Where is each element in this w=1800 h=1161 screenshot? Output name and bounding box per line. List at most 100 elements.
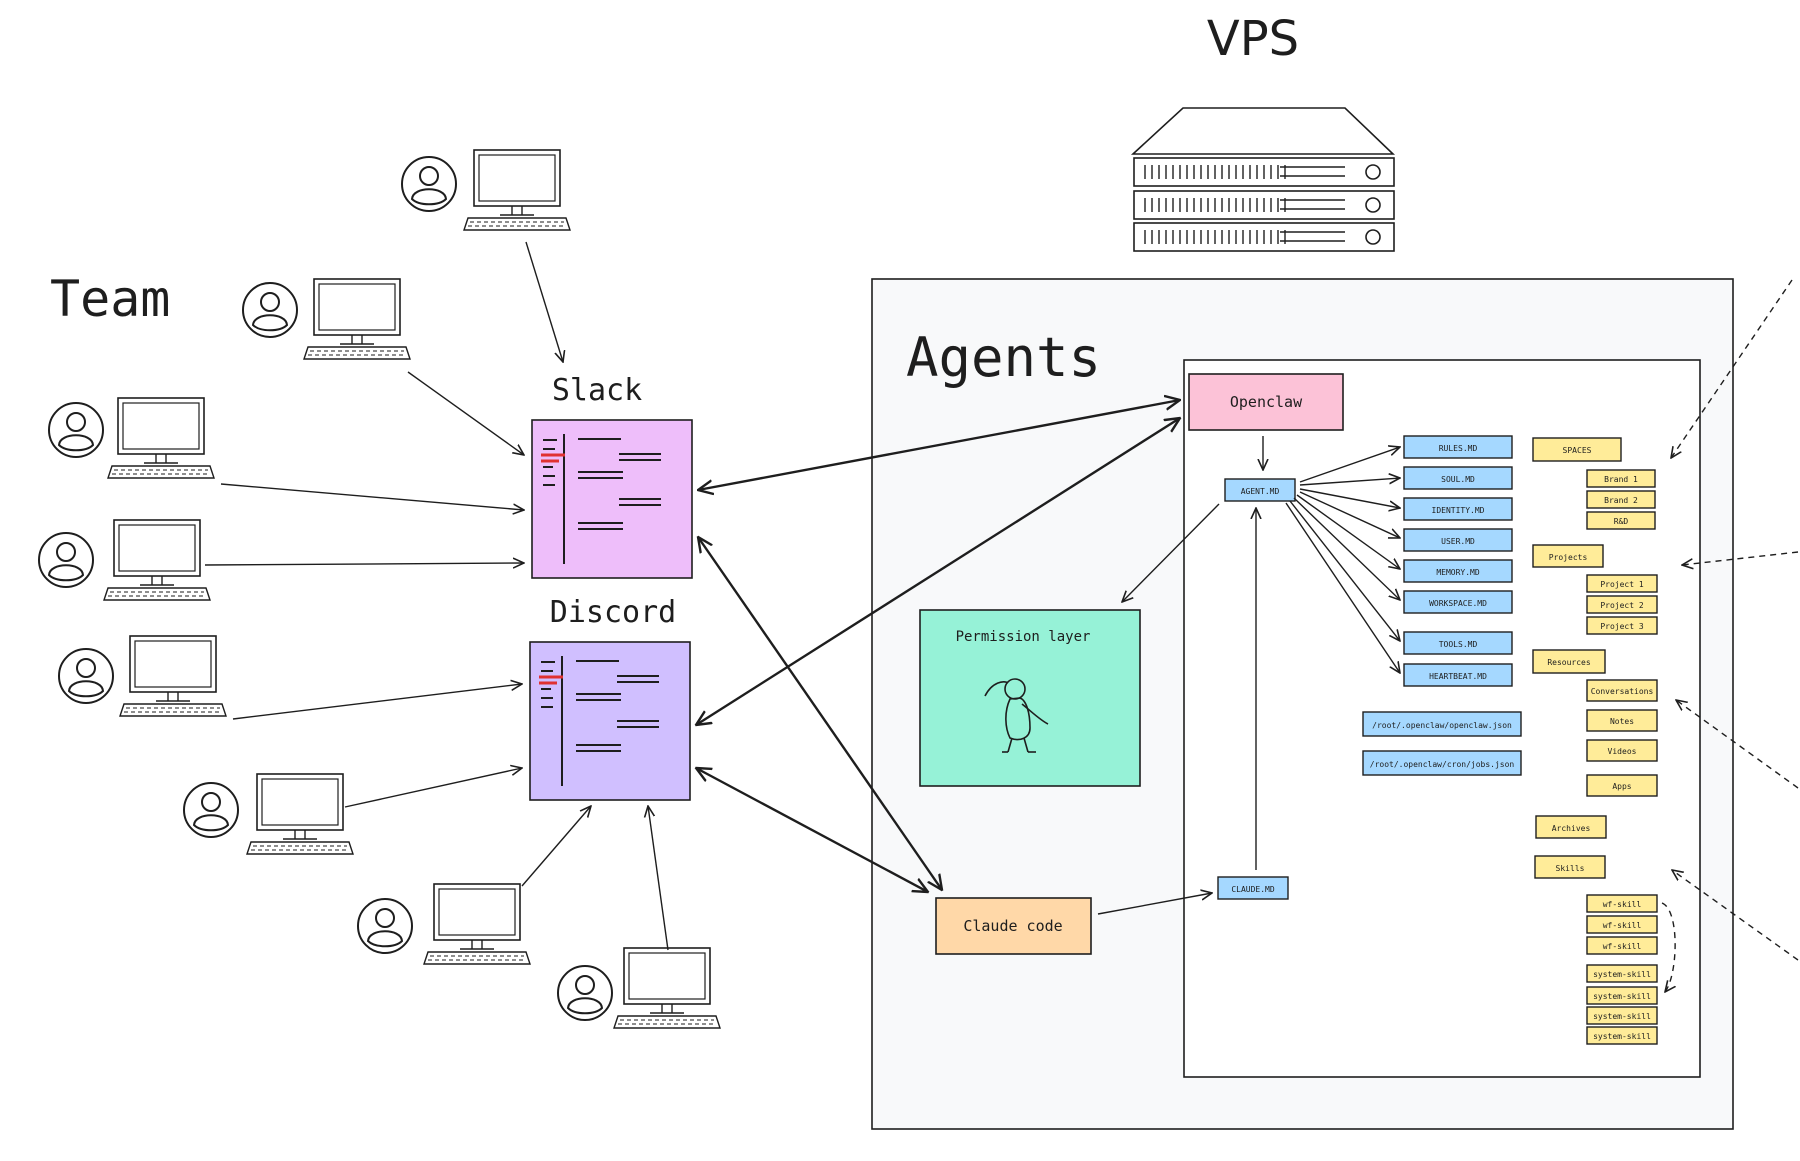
computer-icon [103,519,211,601]
claude-md-box[interactable] [1217,876,1289,900]
slack-box[interactable] [531,419,693,579]
json-file-box[interactable] [1362,711,1522,737]
folder-label: Archives [1552,824,1591,833]
folder-item[interactable] [1586,936,1658,955]
team-member-2 [242,278,411,360]
person-icon [48,402,104,458]
folder-label: system-skill [1593,1032,1651,1041]
person-icon [357,898,413,954]
computer-icon [613,947,721,1029]
md-file-label: TOOLS.MD [1439,640,1478,649]
folder-item[interactable] [1586,595,1658,614]
folder-item[interactable] [1586,739,1658,762]
md-file-label: WORKSPACE.MD [1429,599,1487,608]
team-member-6 [183,773,354,855]
folder-archives[interactable] [1535,815,1607,839]
person-icon [242,282,298,338]
folder-label: system-skill [1593,992,1651,1001]
md-file-box[interactable] [1403,590,1513,614]
team-member-3 [48,397,215,479]
claude-code-label: Claude code [963,917,1062,935]
team-member-7 [357,883,531,965]
json-file-label: /root/.openclaw/openclaw.json [1372,721,1512,730]
folder-label: Projects [1549,553,1588,562]
folder-item[interactable] [1586,616,1658,635]
folder-label: SPACES [1563,446,1592,455]
agent-md-box[interactable] [1224,478,1296,502]
folder-item[interactable] [1586,1026,1658,1045]
folder-label: Videos [1608,747,1637,756]
computer-icon [246,773,354,855]
md-file-label: HEARTBEAT.MD [1429,672,1487,681]
folder-label: Project 2 [1600,601,1644,610]
folder-label: Conversations [1591,687,1654,696]
folder-spaces[interactable] [1532,437,1622,462]
md-file-box[interactable] [1403,559,1513,583]
vps-title: VPS [1207,11,1299,67]
agents-title: Agents [906,326,1101,389]
computer-icon [107,397,215,479]
folder-label: Notes [1610,717,1634,726]
md-file-box[interactable] [1403,528,1513,552]
md-file-label: MEMORY.MD [1436,568,1480,577]
folder-item[interactable] [1586,774,1658,797]
folder-item[interactable] [1586,574,1658,593]
md-file-box[interactable] [1403,663,1513,687]
folder-label: Apps [1612,782,1631,791]
folder-label: Brand 2 [1604,496,1638,505]
permission-layer-box[interactable] [919,609,1141,787]
folder-item[interactable] [1586,679,1658,702]
claude-code-box[interactable] [935,897,1092,955]
md-file-box[interactable] [1403,497,1513,521]
md-file-label: SOUL.MD [1441,475,1475,484]
folder-item[interactable] [1586,986,1658,1005]
md-file-box[interactable] [1403,466,1513,490]
folder-label: Project 1 [1600,580,1644,589]
computer-icon [463,149,571,231]
folder-label: Brand 1 [1604,475,1638,484]
folder-item[interactable] [1586,964,1658,983]
team-member-8 [557,947,721,1029]
folder-item[interactable] [1586,490,1656,509]
team-member-1 [401,149,571,231]
claude-md-label: CLAUDE.MD [1231,885,1275,894]
folder-label: Skills [1556,864,1585,873]
folder-label: Project 3 [1600,622,1644,631]
dashed-arrows [1661,279,1799,992]
discord-label: Discord [550,595,676,630]
folder-item[interactable] [1586,894,1658,913]
person-icon [38,532,94,588]
person-icon [557,965,613,1021]
folder-resources[interactable] [1532,649,1606,674]
json-file-label: /root/.openclaw/cron/jobs.json [1370,760,1515,769]
person-icon [58,648,114,704]
team-member-4 [38,519,211,601]
folder-tree: SPACES Brand 1 Brand 2 R&D Projects Proj… [1532,437,1658,1045]
folder-label: system-skill [1593,970,1651,979]
person-icon [401,156,457,212]
discord-box[interactable] [529,641,691,801]
md-file-label: USER.MD [1441,537,1475,546]
person-icon [183,782,239,838]
folder-label: wf-skill [1603,942,1642,951]
folder-projects[interactable] [1532,544,1604,568]
openclaw-box[interactable] [1188,373,1344,431]
folder-item[interactable] [1586,709,1658,732]
folder-item[interactable] [1586,915,1658,934]
computer-icon [303,278,411,360]
integration-arrows [696,400,1180,892]
folder-label: wf-skill [1603,900,1642,909]
md-file-box[interactable] [1403,631,1513,655]
computer-icon [423,883,531,965]
json-file-box[interactable] [1362,750,1522,776]
workspace-arrows [1097,436,1400,915]
computer-icon [119,635,227,717]
folder-label: Resources [1547,658,1591,667]
folder-item[interactable] [1586,1006,1658,1025]
md-file-box[interactable] [1403,435,1513,459]
folder-item[interactable] [1586,511,1656,530]
folder-item[interactable] [1586,469,1656,488]
md-files: RULES.MD SOUL.MD IDENTITY.MD USER.MD MEM… [1403,435,1513,687]
folder-skills[interactable] [1534,855,1606,879]
